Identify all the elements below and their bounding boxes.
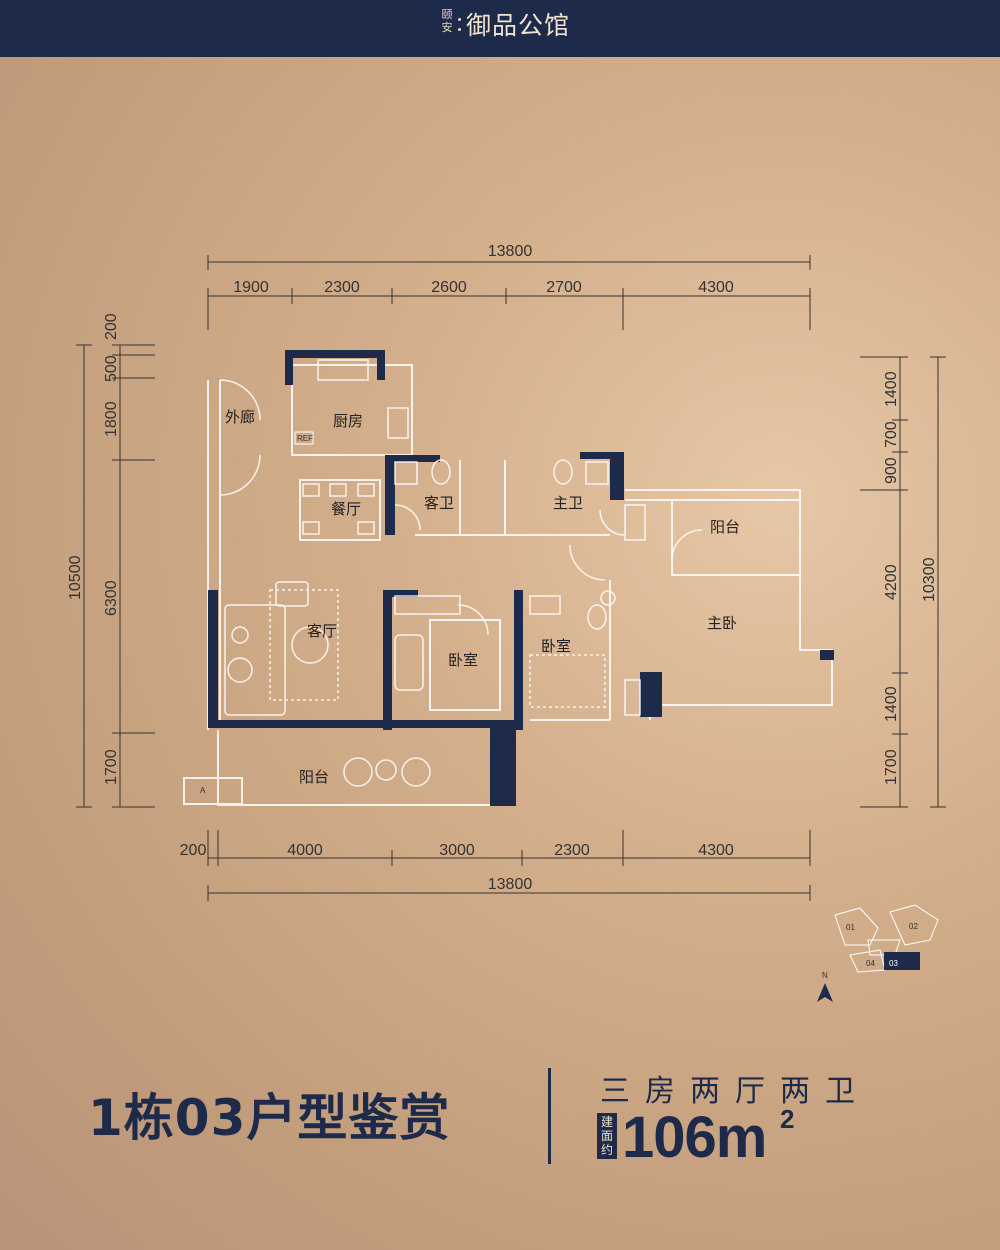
left-total-dim: 10500 bbox=[67, 555, 84, 600]
refrigerator-icon bbox=[294, 431, 314, 445]
refrigerator-label: REF bbox=[297, 434, 313, 443]
bottom-dim-1: 200 bbox=[180, 842, 207, 859]
room-label-bedroom: 卧室 bbox=[448, 651, 478, 669]
header-bar: 颐安 御品公馆 bbox=[0, 0, 1000, 57]
bottom-dim-4: 2300 bbox=[554, 842, 590, 859]
right-dim-1: 1400 bbox=[883, 371, 900, 407]
north-label: N bbox=[822, 971, 828, 980]
top-dim-5: 4300 bbox=[698, 279, 734, 296]
room-label-balcony-lower: 阳台 bbox=[299, 768, 329, 786]
thin-walls bbox=[183, 364, 833, 806]
keyplan-unit-02: 02 bbox=[909, 922, 918, 931]
ac-unit-label: A bbox=[200, 786, 206, 795]
brand-small-text: 颐安 bbox=[441, 8, 453, 34]
room-label-master-bedroom: 主卧 bbox=[707, 614, 737, 632]
left-dim-1: 200 bbox=[103, 313, 120, 340]
brand-separator-dot bbox=[458, 28, 461, 31]
dimension-lines bbox=[76, 255, 946, 901]
keyplan-unit-03: 03 bbox=[889, 959, 898, 968]
right-total-dim: 10300 bbox=[921, 557, 938, 602]
unit-title: 1栋03户型鉴赏 bbox=[88, 1089, 451, 1147]
brand-separator-dot bbox=[458, 18, 461, 21]
key-plan: 01 02 04 03 N bbox=[817, 904, 939, 1002]
area-unit-superscript: 2 bbox=[780, 1104, 795, 1134]
right-dim-6: 1700 bbox=[883, 749, 900, 785]
left-dim-2: 500 bbox=[103, 355, 120, 382]
area-badge: 建面约 bbox=[597, 1113, 617, 1159]
right-dim-5: 1400 bbox=[883, 686, 900, 722]
top-dim-3: 2600 bbox=[431, 279, 467, 296]
top-total-dim: 13800 bbox=[488, 243, 533, 260]
right-dim-2: 700 bbox=[883, 421, 900, 448]
project-name: 御品公馆 bbox=[466, 11, 571, 40]
bottom-dim-3: 3000 bbox=[439, 842, 475, 859]
keyplan-unit-01: 01 bbox=[846, 923, 855, 932]
top-dim-4: 2700 bbox=[546, 279, 582, 296]
keyplan-highlight bbox=[884, 952, 920, 970]
furniture bbox=[219, 359, 703, 787]
room-label-kitchen: 厨房 bbox=[333, 412, 363, 430]
left-dim-3: 1800 bbox=[103, 401, 120, 437]
top-dim-1: 1900 bbox=[233, 279, 269, 296]
bottom-dim-2: 4000 bbox=[287, 842, 323, 859]
room-label-living: 客厅 bbox=[307, 622, 337, 640]
room-label-balcony-upper: 阳台 bbox=[710, 518, 740, 536]
left-dim-5: 1700 bbox=[103, 749, 120, 785]
room-label-bedroom: 卧室 bbox=[541, 637, 571, 655]
room-label-guest-bath: 客卫 bbox=[424, 494, 454, 512]
left-dim-4: 6300 bbox=[103, 580, 120, 616]
area-value: 106m bbox=[622, 1105, 767, 1170]
layout-type: 三房两厅两卫 bbox=[600, 1074, 870, 1109]
bottom-total-dim: 13800 bbox=[488, 876, 533, 893]
room-label-dining: 餐厅 bbox=[331, 500, 361, 518]
structural-walls bbox=[208, 350, 834, 806]
right-dim-4: 4200 bbox=[883, 564, 900, 600]
north-arrow-icon bbox=[817, 983, 833, 1002]
room-label-master-bath: 主卫 bbox=[553, 494, 583, 512]
right-dim-3: 900 bbox=[883, 457, 900, 484]
keyplan-unit-04: 04 bbox=[866, 959, 875, 968]
top-dim-2: 2300 bbox=[324, 279, 360, 296]
footer-divider bbox=[548, 1068, 551, 1164]
room-label-corridor: 外廊 bbox=[225, 408, 255, 426]
bottom-dim-5: 4300 bbox=[698, 842, 734, 859]
